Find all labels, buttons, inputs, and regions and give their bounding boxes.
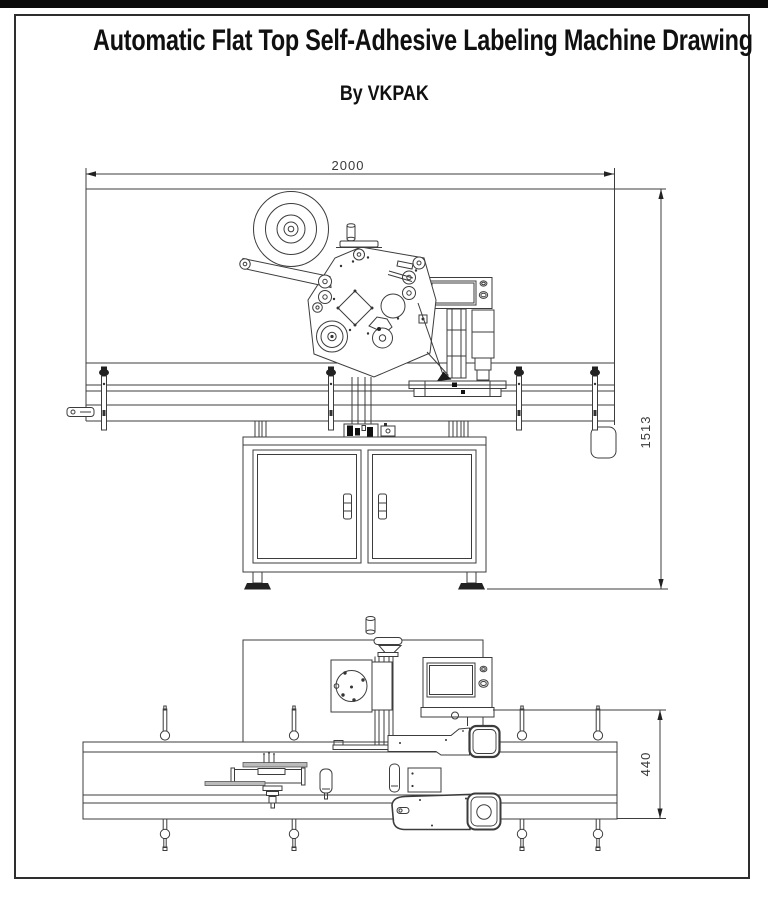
gearbox xyxy=(343,423,396,438)
sensor-window xyxy=(396,260,414,270)
label-roll xyxy=(253,191,329,267)
slide-plate-tab xyxy=(333,740,344,746)
guide-post-pair xyxy=(159,705,171,851)
control-panel-plan xyxy=(420,657,495,726)
drawing-title: Automatic Flat Top Self-Adhesive Labelin… xyxy=(0,24,768,58)
dimension-overall-height: 1513 xyxy=(638,189,664,589)
machine-envelope xyxy=(85,168,666,425)
dancer-arm xyxy=(239,257,332,289)
front-elevation-view: 2000 1513 xyxy=(66,158,668,590)
rail-post xyxy=(99,366,109,431)
head-column-front xyxy=(351,377,372,424)
cabinet-feet xyxy=(244,571,485,590)
drive-motor-housing xyxy=(590,426,617,459)
panel-stand xyxy=(446,308,495,381)
label-applicator xyxy=(408,380,507,397)
dim-height-value: 1513 xyxy=(638,416,653,449)
plate-hole xyxy=(380,293,406,319)
rail-post xyxy=(326,366,336,431)
adjust-knob xyxy=(336,223,382,248)
label-web-lines xyxy=(417,302,452,381)
panel-knob xyxy=(478,291,489,299)
wheel-mechanism-plan xyxy=(204,752,333,809)
guide-rollers xyxy=(312,248,426,313)
door-handle-left xyxy=(343,493,352,520)
panel-screen-plan xyxy=(426,662,476,698)
rail-posts-front xyxy=(99,366,600,431)
conveyor-plan xyxy=(82,741,618,820)
door-handle-right xyxy=(378,493,387,520)
drawing-subtitle-text: By VKPAK xyxy=(339,82,429,105)
panel-knob xyxy=(479,280,488,287)
electrical-cabinet xyxy=(242,436,668,590)
guide-post-pair xyxy=(288,705,300,851)
crank-handle xyxy=(365,616,403,657)
dimension-conveyor-depth: 440 xyxy=(493,709,666,819)
press-belt-assembly-plan xyxy=(387,724,501,759)
motor-flange-plan xyxy=(330,659,373,713)
sensor-bracket xyxy=(418,314,428,324)
cabinet-door-left xyxy=(252,449,362,564)
cabinet-connector-posts xyxy=(254,420,469,438)
peel-assembly xyxy=(368,316,393,349)
plan-view: 440 xyxy=(82,616,666,851)
drawing-subtitle: By VKPAK xyxy=(0,82,768,106)
control-panel-front xyxy=(426,277,493,309)
dim-depth-value: 440 xyxy=(638,752,653,777)
sensor-dot xyxy=(451,711,459,720)
panel-screen xyxy=(429,280,477,306)
guide-posts-plan xyxy=(159,705,604,851)
plate-screws xyxy=(332,256,418,335)
lower-belt-unit-plan xyxy=(391,792,502,831)
top-black-bar xyxy=(0,0,768,8)
sheet-border xyxy=(14,14,750,879)
rail-post xyxy=(514,366,524,431)
guide-post-pair xyxy=(516,705,528,851)
labeling-head xyxy=(239,191,452,381)
rewind-roll xyxy=(316,320,348,353)
junction-box-plan xyxy=(407,767,442,793)
dim-width-value: 2000 xyxy=(332,158,365,173)
cabinet-door-right xyxy=(367,449,477,564)
lifting-column-plan xyxy=(368,656,400,793)
drawing-title-text: Automatic Flat Top Self-Adhesive Labelin… xyxy=(93,24,753,57)
column-foot-roller xyxy=(389,763,400,793)
rail-post xyxy=(590,366,600,431)
dimension-overall-width: 2000 xyxy=(85,158,615,190)
